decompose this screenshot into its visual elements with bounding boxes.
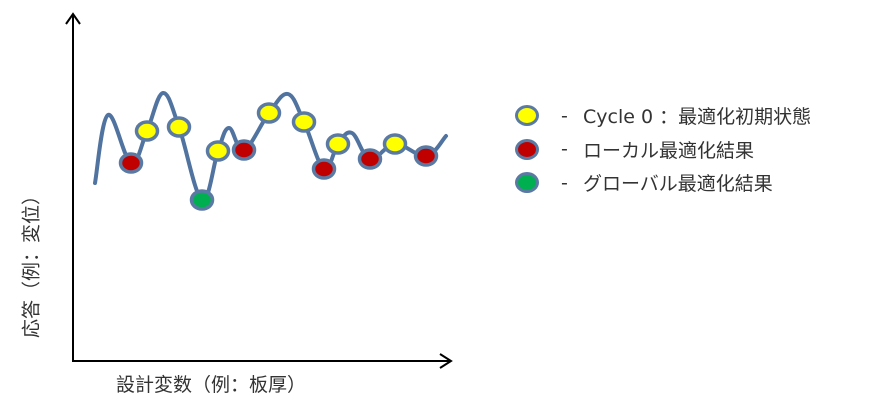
initial-result-marker xyxy=(325,133,351,155)
local-result-marker xyxy=(413,145,439,167)
legend-dash: - xyxy=(561,138,568,161)
green-circle-icon xyxy=(515,172,539,194)
legend-dash: - xyxy=(561,171,568,194)
legend: - Cycle 0 ：最適化初期状態 - ローカル最適化結果 - グローバル最適… xyxy=(515,99,811,200)
x-axis-arrow-icon xyxy=(439,353,453,369)
local-result-marker xyxy=(311,158,337,180)
initial-result-marker xyxy=(166,116,192,138)
y-axis-label: 応答（例：変位） xyxy=(20,185,43,339)
legend-label: Cycle 0 ：最適化初期状態 xyxy=(583,106,812,129)
initial-result-marker xyxy=(291,111,317,133)
legend-item-global: - グローバル最適化結果 xyxy=(515,166,811,200)
legend-item-initial: - Cycle 0 ：最適化初期状態 xyxy=(515,99,811,133)
yellow-circle-icon xyxy=(515,105,539,127)
initial-result-marker xyxy=(134,120,160,142)
legend-item-local: - ローカル最適化結果 xyxy=(515,133,811,167)
legend-label: グローバル最適化結果 xyxy=(583,173,773,196)
global-result-marker xyxy=(189,189,215,211)
axes xyxy=(65,12,453,369)
red-circle-icon xyxy=(515,138,539,160)
legend-label: ローカル最適化結果 xyxy=(583,139,755,162)
initial-result-marker xyxy=(205,140,231,162)
y-axis-arrow-icon xyxy=(65,12,81,25)
local-result-marker xyxy=(118,152,144,174)
x-axis-label: 設計変数（例：板厚） xyxy=(116,374,307,396)
initial-result-marker xyxy=(382,133,408,155)
legend-dash: - xyxy=(561,104,568,127)
marker-group xyxy=(118,102,439,211)
local-result-marker xyxy=(357,148,383,170)
local-result-marker xyxy=(231,139,257,161)
initial-result-marker xyxy=(256,102,282,124)
